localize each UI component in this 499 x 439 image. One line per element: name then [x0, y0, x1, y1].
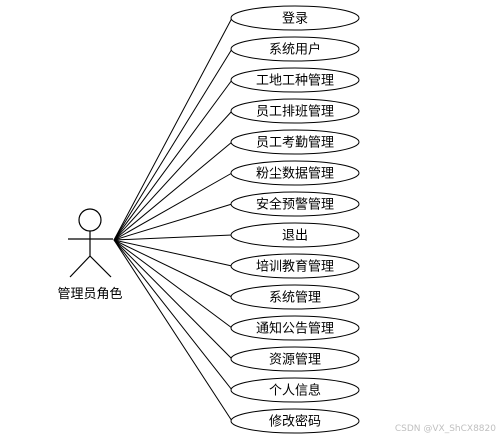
- use-case-label: 粉尘数据管理: [256, 167, 334, 182]
- use-case-oval: [230, 191, 360, 217]
- actor-head: [78, 208, 102, 232]
- use-case: 培训教育管理: [230, 253, 360, 279]
- association-line: [113, 17, 233, 241]
- use-case: 个人信息: [230, 377, 360, 403]
- use-case-oval: [230, 129, 360, 155]
- actor-left-leg: [69, 255, 91, 278]
- use-case-oval: [230, 67, 360, 93]
- actor-figure: [68, 208, 113, 278]
- use-case-label: 资源管理: [269, 353, 321, 368]
- actor-label: 管理员角色: [57, 286, 122, 302]
- use-case: 退出: [230, 222, 360, 248]
- use-case-label: 通知公告管理: [256, 321, 334, 337]
- association-line: [113, 239, 233, 298]
- association-line: [113, 110, 233, 241]
- use-case-oval: [230, 408, 360, 434]
- use-case: 资源管理: [230, 346, 360, 372]
- use-case-oval: [230, 160, 360, 186]
- association-line: [113, 239, 233, 391]
- use-case: 通知公告管理: [230, 315, 360, 341]
- use-case-label: 系统用户: [269, 42, 321, 58]
- use-case-oval: [230, 253, 360, 279]
- association-lines: [113, 17, 233, 422]
- use-case: 安全预警管理: [230, 191, 360, 217]
- use-case-label: 退出: [282, 229, 308, 244]
- use-case-oval: [230, 284, 360, 310]
- use-case-list: 登录系统用户工地工种管理员工排班管理员工考勤管理粉尘数据管理安全预警管理退出培训…: [230, 5, 360, 434]
- use-case-oval: [230, 36, 360, 62]
- use-case-label: 员工排班管理: [256, 105, 334, 120]
- watermark: CSDN @VX_ShCX8820: [395, 424, 496, 434]
- association-line: [113, 141, 233, 241]
- use-case-label: 员工考勤管理: [256, 136, 334, 151]
- use-case-oval: [230, 98, 360, 124]
- use-case-label: 登录: [282, 12, 308, 27]
- use-case-oval: [230, 5, 360, 31]
- use-case-label: 系统管理: [269, 291, 321, 306]
- use-case-oval: [230, 222, 360, 248]
- association-line: [113, 48, 233, 241]
- use-case-label: 工地工种管理: [256, 74, 334, 89]
- use-case-oval: [230, 377, 360, 403]
- use-case-label: 个人信息: [269, 383, 321, 399]
- association-line: [113, 79, 233, 241]
- use-case: 修改密码: [230, 408, 360, 434]
- use-case: 员工考勤管理: [230, 129, 360, 155]
- association-line: [113, 239, 233, 329]
- actor-right-leg: [89, 255, 112, 278]
- association-line: [113, 234, 233, 241]
- use-case: 工地工种管理: [230, 67, 360, 93]
- use-case: 登录: [230, 5, 360, 31]
- use-case: 员工排班管理: [230, 98, 360, 124]
- use-case-oval: [230, 346, 360, 372]
- use-case-label: 安全预警管理: [256, 197, 334, 213]
- use-case-label: 修改密码: [269, 414, 321, 430]
- use-case-label: 培训教育管理: [256, 259, 334, 275]
- association-line: [113, 239, 233, 360]
- use-case: 系统用户: [230, 36, 360, 62]
- association-line: [113, 239, 233, 267]
- association-line: [113, 172, 233, 241]
- association-line: [113, 203, 233, 241]
- use-case: 粉尘数据管理: [230, 160, 360, 186]
- use-case: 系统管理: [230, 284, 360, 310]
- use-case-oval: [230, 315, 360, 341]
- association-line: [113, 239, 233, 422]
